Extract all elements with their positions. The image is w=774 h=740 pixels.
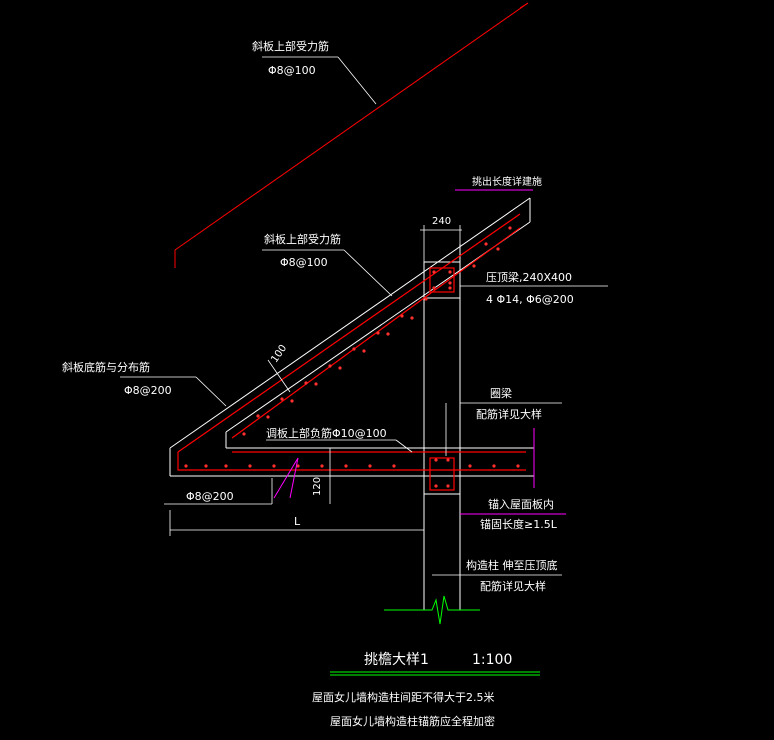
slab-top-rebar-label: 调板上部负筋Φ10@100 <box>266 426 387 440</box>
drawing-scale: 1:100 <box>472 652 512 668</box>
slab-bottom-leader <box>164 478 273 505</box>
column-label-2: 配筋详见大样 <box>480 579 546 593</box>
note-line-1: 屋面女儿墙构造柱间距不得大于2.5米 <box>312 690 495 704</box>
slab-bottom-spec: Φ8@200 <box>186 490 234 503</box>
pressure-beam-label: 压顶梁,240X400 <box>486 270 572 284</box>
anchor-markers <box>273 428 566 515</box>
wall-lines <box>423 244 461 610</box>
ring-beam-label: 圈梁 <box>490 386 512 400</box>
ring-beam-note: 配筋详见大样 <box>476 407 542 421</box>
anchor-label-1: 锚入屋面板内 <box>488 497 554 511</box>
dim-L <box>169 510 425 536</box>
top-rebar-spec: Φ8@100 <box>268 64 316 77</box>
inner-rebar-spec: Φ8@100 <box>280 256 328 269</box>
slab-top-rebar-leader <box>266 439 413 453</box>
column-label-1: 构造柱 伸至压顶底 <box>466 558 558 572</box>
pressure-beam-spec: 4 Φ14, Φ6@200 <box>486 293 574 306</box>
title-underline <box>330 671 540 676</box>
dim-L-text: L <box>294 515 301 528</box>
top-slope-leader <box>174 2 529 268</box>
dim-120-text: 120 <box>312 477 323 496</box>
thickness-text: 100 <box>269 343 289 365</box>
anchor-label-2: 锚固长度≥1.5L <box>480 517 558 531</box>
slope-rebar-dots <box>184 226 520 488</box>
pick-out-label: 挑出长度详建施 <box>472 175 542 188</box>
inner-rebar-label: 斜板上部受力筋 <box>264 232 341 246</box>
inner-rebar-leader <box>262 249 393 297</box>
slope-rebar <box>177 213 526 471</box>
break-line <box>384 595 480 625</box>
bottom-rebar-leader <box>120 376 227 407</box>
ring-beam-rebar <box>429 457 455 491</box>
dim-240-text: 240 <box>432 216 451 227</box>
top-rebar-label: 斜板上部受力筋 <box>252 39 329 53</box>
dim-240 <box>420 225 462 262</box>
drawing-title: 挑檐大样1 <box>364 652 429 668</box>
ring-beam-leader <box>445 402 562 456</box>
bottom-rebar-spec: Φ8@200 <box>124 384 172 397</box>
bottom-rebar-label: 斜板底筋与分布筋 <box>62 360 150 374</box>
dim-thickness <box>267 359 291 393</box>
note-line-2: 屋面女儿墙构造柱锚筋应全程加密 <box>330 714 495 728</box>
top-rebar-leader <box>262 56 377 105</box>
